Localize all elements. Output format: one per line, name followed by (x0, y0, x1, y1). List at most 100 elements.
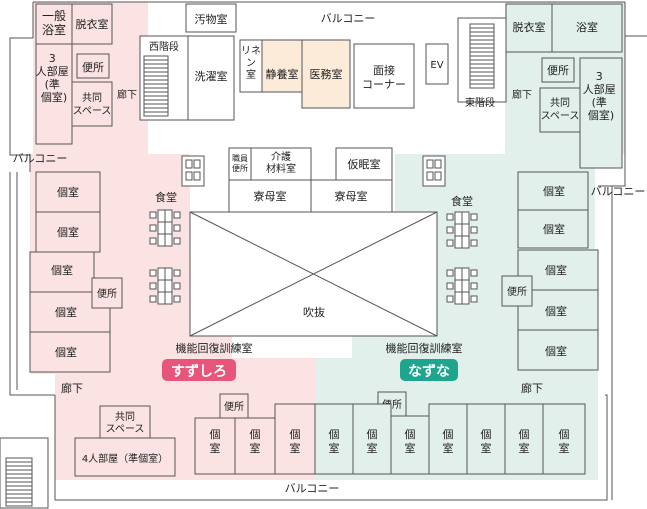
toilet-west-top-label: 便所 (82, 61, 104, 74)
center-top-rooms: 汚物室 バルコニー 西階段 洗濯室 リネン室 静養室 医務室 面接コーナー (139, 3, 507, 121)
private-room-w2 (35, 211, 101, 253)
dorm-mother-room-1-label: 寮母室 (254, 189, 287, 203)
dining-east-label: 食堂 (451, 194, 473, 208)
dorm-mother-room-2 (310, 179, 393, 213)
medical-office-label: 医務室 (310, 67, 343, 81)
soiled-room-label: 汚物室 (195, 12, 228, 26)
private-room-e5-label: 個室 (545, 344, 567, 358)
bath-east (551, 3, 623, 53)
quiet-room (261, 39, 303, 93)
sink-west-icon (181, 155, 205, 187)
toilet-west-top (76, 53, 110, 79)
balcony-west-label: バルコニー (13, 152, 68, 165)
balcony-bottom-label: バルコニー (285, 482, 340, 495)
private-room-w2-label: 個室 (57, 225, 79, 239)
private-room-b10 (542, 403, 586, 475)
linen-room-label: リネン室 (241, 45, 261, 81)
dining-east: 食堂 (422, 155, 478, 305)
dining-table-east-2-icon (446, 267, 478, 305)
private-room-e2-label: 個室 (543, 222, 565, 236)
soiled-room (185, 3, 237, 33)
balcony-east-label: バルコニー (591, 185, 646, 198)
outer-walls (9, 1, 647, 501)
general-bath-label: 一般浴室 (42, 8, 66, 37)
dining-table-west-1-icon (149, 209, 181, 247)
three-bed-room-west (35, 43, 73, 145)
sink-east-icon (422, 155, 446, 187)
nap-room (335, 147, 393, 181)
toilet-west-mid-label: 便所 (97, 287, 117, 300)
three-bed-room-west-label: 3 人部屋 (準 個室) (36, 52, 73, 104)
private-room-b10-label: 個室 (559, 428, 570, 455)
private-room-b3-label: 個室 (290, 428, 301, 455)
private-room-w5-label: 個室 (55, 345, 77, 359)
unit-east-badge: なずな (400, 359, 458, 381)
private-room-w3-label: 個室 (51, 263, 73, 277)
west-private-rooms: 個室 個室 個室 個室 個室 便所 (29, 171, 123, 373)
west-stairs-label: 西階段 (149, 40, 179, 53)
toilet-west-mid (91, 277, 123, 309)
changing-room-west (71, 3, 113, 45)
bottom-east-rooms: 便所 個室 個室 個室 個室 個室 個室 個室 (314, 391, 586, 475)
medical-office (301, 39, 351, 109)
west-stairs-icon (143, 55, 169, 117)
private-room-b9-label: 個室 (519, 428, 530, 455)
shared-space-bottom (99, 405, 151, 439)
shared-space-east (539, 87, 581, 133)
dining-table-west-2-icon (149, 267, 181, 305)
private-room-e4-label: 個室 (545, 304, 567, 318)
four-bed-room (74, 437, 176, 477)
nap-room-label: 仮眠室 (348, 157, 381, 171)
unit-west-label: すずしろ (171, 363, 227, 380)
balcony-top-label: バルコニー (321, 12, 376, 25)
private-room-b2 (234, 417, 276, 475)
toilet-east-mid (501, 275, 533, 307)
corridor-west-v-label: 廊下 (117, 88, 137, 101)
quiet-room-label: 静養室 (266, 67, 299, 81)
shared-space-east-label: 共同スペース (541, 97, 580, 122)
private-room-e2 (517, 209, 589, 249)
west-top-rooms: 一般浴室 脱衣室 3 人部屋 (準 個室) 便所 共同スペース 廊下 (35, 3, 137, 145)
shared-space-west (71, 81, 113, 127)
private-room-e5 (517, 329, 599, 371)
three-bed-room-east-label: 3 人部屋 (準 個室) (583, 70, 620, 122)
east-top-rooms: 脱衣室 浴室 便所 共同スペース 3 人部屋 (準 個室) 廊下 (505, 3, 623, 169)
staff-toilet-label: 職員便所 (232, 154, 248, 173)
private-room-b5 (352, 403, 392, 475)
toilet-east-top (541, 57, 575, 83)
bottom-left-stairs-icon (0, 437, 49, 509)
private-room-b5-label: 個室 (367, 428, 378, 455)
private-room-w1-label: 個室 (57, 185, 79, 199)
toilet-west-bottom-label: 便所 (224, 400, 244, 413)
east-private-rooms: 個室 個室 個室 個室 個室 便所 (501, 171, 599, 371)
unit-east-label: なずな (408, 363, 450, 380)
laundry-room (187, 35, 235, 121)
unit-west-badge: すずしろ (162, 359, 236, 381)
dorm-mother-room-2-label: 寮母室 (335, 189, 368, 203)
interview-corner (353, 43, 415, 109)
bottom-west-rooms: 共同スペース 4人部屋（準個室） 便所 個室 個室 個室 (74, 393, 316, 477)
three-bed-room-east (579, 57, 623, 169)
dining-table-east-1-icon (446, 211, 478, 249)
elevator-label: EV (430, 60, 443, 71)
atrium: 吹抜 (189, 211, 438, 337)
dining-west: 食堂 (149, 155, 205, 305)
elevator (425, 43, 449, 85)
private-room-b7-label: 個室 (443, 428, 454, 455)
private-room-b6-label: 個室 (405, 428, 416, 455)
center-service-rooms: 職員便所 介護材料室 仮眠室 寮母室 寮母室 (228, 147, 393, 213)
private-room-b1 (194, 417, 236, 475)
corridor-west-label: 廊下 (61, 381, 83, 395)
changing-room-west-label: 脱衣室 (76, 17, 109, 31)
private-room-w5 (29, 331, 111, 373)
shared-space-west-label: 共同スペース (73, 92, 112, 117)
atrium-label: 吹抜 (303, 305, 325, 319)
toilet-east-mid-label: 便所 (507, 285, 527, 298)
four-bed-room-label: 4人部屋（準個室） (82, 452, 168, 465)
changing-room-east (505, 3, 553, 53)
private-room-b2-label: 個室 (250, 428, 261, 455)
changing-room-east-label: 脱衣室 (513, 20, 546, 34)
private-room-e1 (517, 171, 589, 211)
private-room-b4-label: 個室 (329, 428, 340, 455)
private-room-b8-label: 個室 (481, 428, 492, 455)
